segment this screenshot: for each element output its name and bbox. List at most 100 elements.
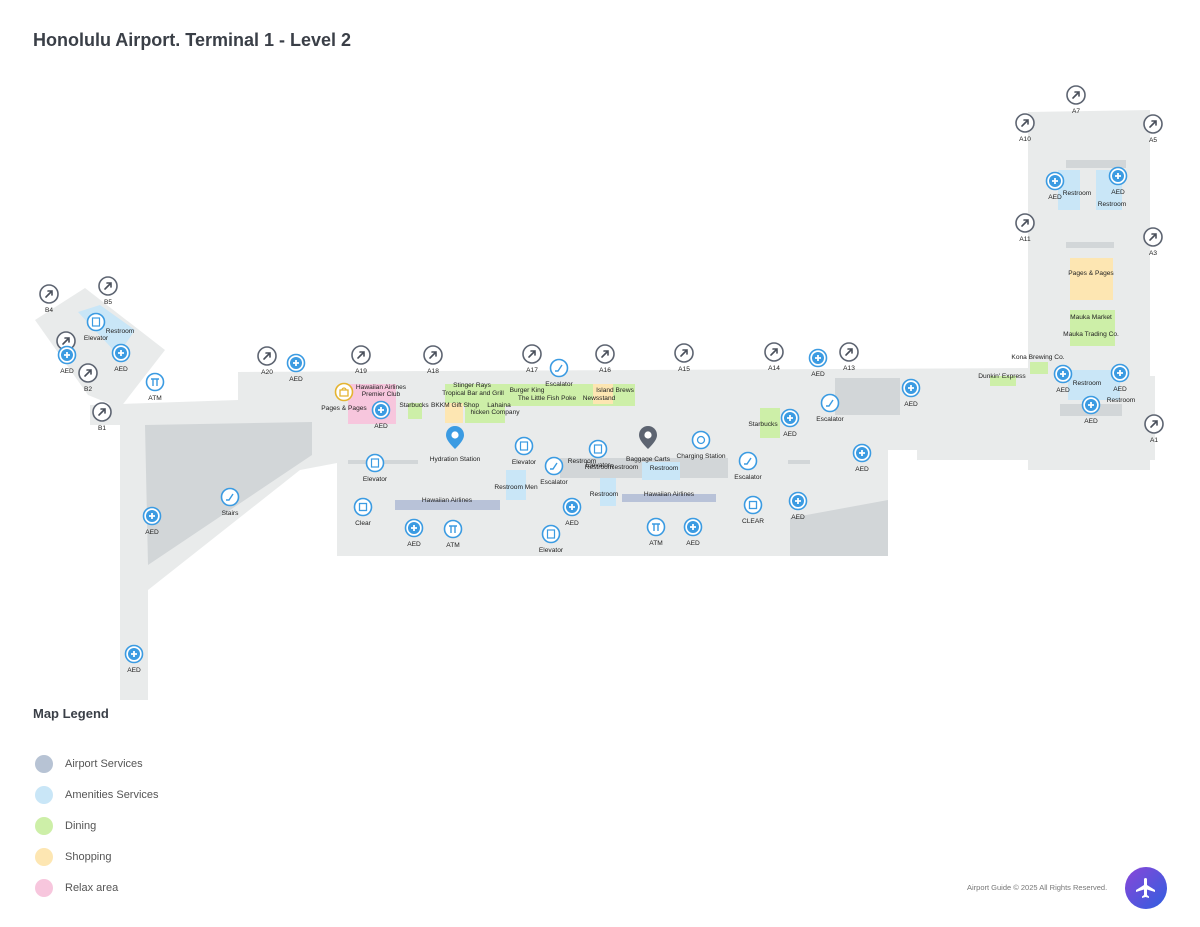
service-block-north (1066, 160, 1126, 168)
area-label: Burger King (510, 387, 545, 394)
aed-pin[interactable]: AED (562, 497, 582, 528)
stairs-pin[interactable]: Stairs (220, 487, 240, 518)
atm-pin[interactable]: ATM (443, 519, 463, 550)
area-label: Pages & Pages (1068, 270, 1114, 277)
atm-pin[interactable]: ATM (145, 372, 165, 403)
escalator-pin[interactable]: Escalator (816, 393, 845, 424)
aed-pin[interactable]: AED (57, 345, 77, 376)
main-concourse (90, 368, 1155, 700)
area-label: Restroom (106, 328, 135, 335)
gate-label: B2 (84, 386, 92, 393)
elevator-pin[interactable]: Elevator (363, 453, 388, 484)
area-label: Restroom (1098, 201, 1127, 208)
gate-a1-marker[interactable]: A1 (1144, 414, 1164, 444)
aed-pin[interactable]: AED (808, 348, 828, 379)
area-label: Mauka Market (1070, 314, 1112, 321)
legend-label: Dining (65, 819, 97, 832)
aed-pin[interactable]: AED (1110, 363, 1130, 394)
gate-a3-marker[interactable]: A3 (1143, 227, 1163, 257)
gate-b4-marker[interactable]: B4 (39, 284, 59, 314)
gate-b5-marker[interactable]: B5 (98, 276, 118, 306)
gate-a14-marker[interactable]: A14 (764, 342, 784, 372)
shopping-label: Pages & Pages (321, 405, 367, 412)
service-pins[interactable]: AED AED AED AED AED AED AED AED AED AED AED AED AED A… (57, 166, 1130, 675)
atm-label: ATM (649, 540, 662, 547)
gate-b2-marker[interactable]: B2 (78, 363, 98, 393)
charging-pin[interactable]: Charging Station (676, 430, 726, 461)
aed-label: AED (1056, 387, 1070, 394)
gate-a11-marker[interactable]: A11 (1015, 213, 1035, 243)
gate-a20-marker[interactable]: A20 (257, 346, 277, 376)
aed-pin[interactable]: AED (1053, 364, 1073, 395)
atm-label: ATM (446, 542, 459, 549)
copyright: Airport Guide © 2025 All Rights Reserved… (967, 883, 1108, 892)
gate-a17-marker[interactable]: A17 (522, 344, 542, 374)
gate-label: A16 (599, 367, 611, 374)
gate-a19-marker[interactable]: A19 (351, 345, 371, 375)
aed-label: AED (60, 368, 74, 375)
clear-pin[interactable]: CLEAR (742, 495, 764, 526)
aed-label: AED (1048, 194, 1062, 201)
escalator-pin[interactable]: Escalator (734, 451, 763, 482)
airplane-fab-button[interactable] (1125, 867, 1167, 909)
elevator-pin[interactable]: Elevator (586, 439, 611, 470)
escalator-pin[interactable]: Escalator (545, 358, 574, 389)
aed-pin[interactable]: AED (788, 491, 808, 522)
aed-pin[interactable]: AED (780, 408, 800, 439)
aed-pin[interactable]: AED (142, 506, 162, 537)
aed-label: AED (686, 540, 700, 547)
airline-counter-east (622, 494, 716, 502)
gate-label: A7 (1072, 108, 1080, 115)
atm-pin[interactable]: ATM (646, 517, 666, 548)
elevator-label: Elevator (84, 335, 109, 342)
clear-pin[interactable]: Clear (353, 497, 373, 528)
map-legend: Airport Services Amenities Services Dini… (35, 748, 159, 903)
aed-label: AED (145, 529, 159, 536)
gate-label: A15 (678, 366, 690, 373)
baggage-pin[interactable]: Baggage Carts (626, 426, 671, 463)
gate-a13-marker[interactable]: A13 (839, 342, 859, 372)
gate-a7-marker[interactable]: A7 (1066, 85, 1086, 115)
aed-pin[interactable]: AED (111, 343, 131, 374)
area-label: Restroom (610, 464, 639, 471)
gate-b1-marker[interactable]: B1 (92, 402, 112, 432)
aed-label: AED (811, 371, 825, 378)
aed-pin[interactable]: AED (852, 443, 872, 474)
elevator-pin[interactable]: Elevator (539, 524, 564, 555)
aed-pin[interactable]: AED (286, 353, 306, 384)
gate-label: A19 (355, 368, 367, 375)
escalator-label: Escalator (545, 381, 573, 388)
aed-pin[interactable]: AED (1045, 171, 1065, 202)
escalator-pin[interactable]: Escalator (540, 456, 569, 487)
area-label: Dunkin' Express (978, 373, 1026, 380)
aed-pin[interactable]: AED (683, 517, 703, 548)
area-label: Mauka Trading Co. (1063, 331, 1119, 338)
aed-pin[interactable]: AED (371, 400, 391, 431)
aed-pin[interactable]: AED (901, 378, 921, 409)
elevator-pin[interactable]: Elevator (512, 436, 537, 467)
gate-a10-marker[interactable]: A10 (1015, 113, 1035, 143)
legend-item-shopping: Shopping (35, 841, 159, 872)
gate-a16-marker[interactable]: A16 (595, 344, 615, 374)
gate-a15-marker[interactable]: A15 (674, 343, 694, 373)
aed-label: AED (407, 541, 421, 548)
aed-label: AED (289, 376, 303, 383)
service-block-southeast (790, 500, 888, 556)
aed-pin[interactable]: AED (404, 518, 424, 549)
gate-a18-marker[interactable]: A18 (423, 345, 443, 375)
clear-label: CLEAR (742, 518, 764, 525)
area-label: Kona Brewing Co. (1011, 354, 1064, 361)
legend-swatch (35, 785, 53, 804)
shopping-pin[interactable]: Pages & Pages (321, 382, 367, 413)
gate-label: A14 (768, 365, 780, 372)
shopping-area (1070, 258, 1113, 300)
elevator-pin[interactable]: Elevator (84, 312, 109, 343)
aed-pin[interactable]: AED (1108, 166, 1128, 197)
gate-a5-marker[interactable]: A5 (1143, 114, 1163, 144)
aed-pin[interactable]: AED (124, 644, 144, 675)
hydration-pin[interactable]: Hydration Station (430, 426, 481, 463)
area-label: Restroom (590, 491, 619, 498)
service-block-east (835, 378, 900, 415)
aed-pin[interactable]: AED (1081, 395, 1101, 426)
